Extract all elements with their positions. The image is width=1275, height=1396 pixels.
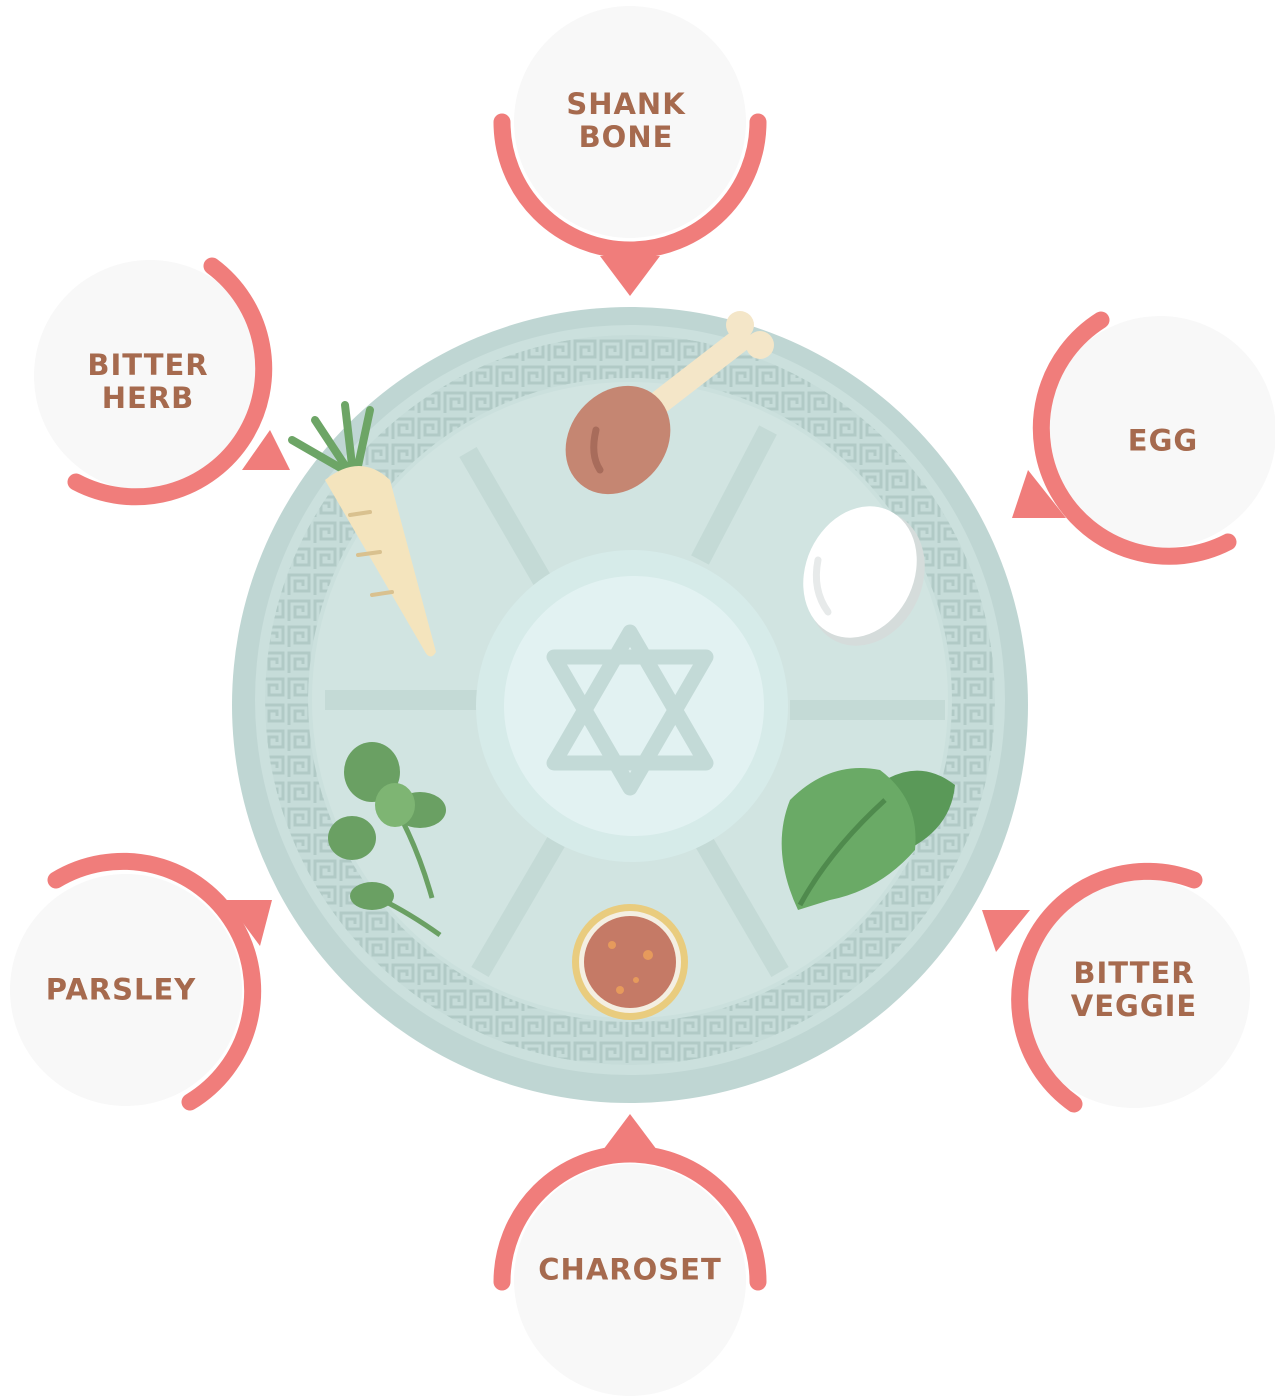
label-parsley: PARSLEY xyxy=(46,974,197,1007)
label-charoset: CHAROSET xyxy=(538,1254,721,1287)
label-bitter-herb: BITTER HERB xyxy=(87,349,208,415)
pointer-shank-bone xyxy=(600,256,660,296)
pointer-charoset xyxy=(600,1114,660,1154)
center-bowl xyxy=(504,576,764,836)
charoset-bowl-icon xyxy=(572,904,688,1020)
label-bitter-veggie: BITTER VEGGIE xyxy=(1071,957,1197,1023)
label-shank-bone: SHANK BONE xyxy=(566,88,685,154)
label-egg: EGG xyxy=(1128,425,1198,458)
